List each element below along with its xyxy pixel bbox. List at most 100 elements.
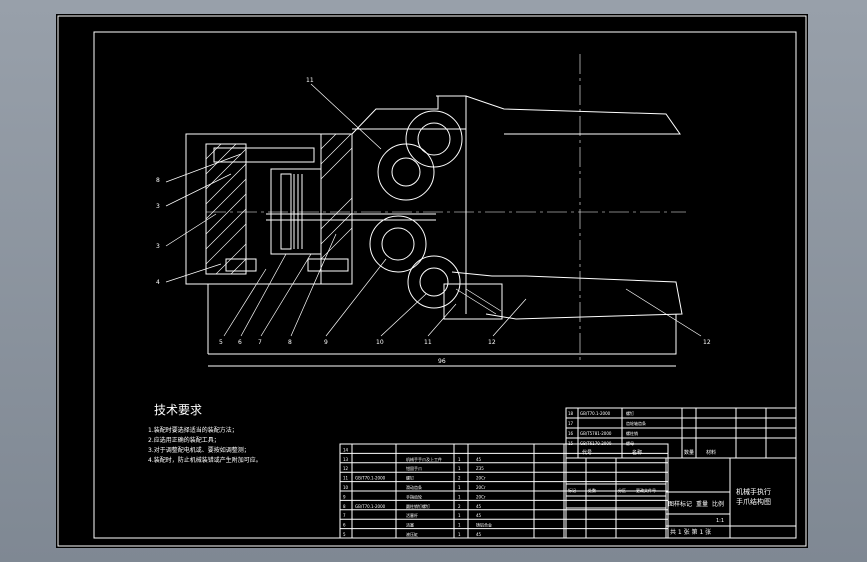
bom-upper-code: GB/T70.1-2000 bbox=[580, 411, 611, 416]
tech-req-2: 2.应选用正确的装配工具； bbox=[148, 436, 220, 444]
bom-row-code: GB/T70.1-2000 bbox=[355, 504, 386, 509]
balloon-12-right: 12 bbox=[703, 339, 711, 346]
bolt-bottom-right bbox=[307, 258, 349, 272]
drawing-name-1: 机械手执行 bbox=[736, 487, 771, 496]
hatch-left bbox=[205, 143, 247, 275]
bom-row-qty: 2 bbox=[458, 504, 461, 509]
mark-label: 标记 bbox=[568, 487, 576, 493]
base-plate bbox=[208, 314, 677, 355]
bom-row-no: 14 bbox=[343, 447, 349, 452]
balloon-labels: 11 8 3 3 4 5 6 7 8 9 10 11 12 12 bbox=[156, 77, 711, 346]
zone-label: 分区 bbox=[618, 487, 626, 493]
bom-row-name: 圆柱销钉螺钉 bbox=[406, 503, 430, 509]
tech-req-4: 4.装配时，防止机械装错或产生附加可应。 bbox=[148, 456, 262, 464]
bolt-bottom-left bbox=[225, 258, 257, 272]
gripper-assembly: 96 bbox=[185, 54, 686, 367]
balloon-6: 6 bbox=[238, 339, 242, 346]
bom-row-no: 5 bbox=[343, 532, 346, 537]
bom-row-material: 45 bbox=[476, 457, 482, 462]
bom-row-material: 20Cr bbox=[476, 494, 486, 499]
piston-chamber bbox=[270, 168, 322, 255]
bom-row-material: 45 bbox=[476, 532, 482, 537]
bom-row-code: GB/T70.1-2000 bbox=[355, 476, 386, 481]
bom-upper-name: 螺钉 bbox=[626, 410, 634, 416]
tech-requirements: 技术要求 1.装配时要选择适当的装配方法； 2.应选用正确的装配工具； 3.对于… bbox=[148, 403, 262, 464]
bom-row-material: 铸铝合金 bbox=[476, 522, 492, 528]
drawing-svg: 96 11 8 3 bbox=[57, 15, 807, 547]
gear-lower-right bbox=[407, 255, 461, 309]
balloon-12: 12 bbox=[488, 339, 496, 346]
balloon-5: 5 bbox=[219, 339, 223, 346]
dimension-label: 96 bbox=[438, 358, 446, 365]
bom-upper-no: 17 bbox=[568, 421, 574, 426]
bom-upper-name: 螺母 bbox=[626, 440, 634, 446]
cylinder-front-cap bbox=[320, 133, 353, 285]
hatch-right bbox=[320, 133, 353, 260]
balloon-9: 9 bbox=[324, 339, 328, 346]
bom-upper-no: 15 bbox=[568, 441, 574, 446]
sheet-info: 共 1 张 第 1 张 bbox=[670, 528, 711, 536]
tech-req-3: 3.对于调整配电机或、要按如调整测； bbox=[148, 446, 250, 454]
balloon-4: 4 bbox=[156, 279, 160, 286]
bom-upper-code: GB/T6170-2000 bbox=[580, 441, 612, 446]
hdr-code: 代号 bbox=[582, 449, 592, 456]
bom-row-qty: 2 bbox=[458, 476, 461, 481]
count-label: 处数 bbox=[588, 487, 596, 493]
outer-frame bbox=[57, 15, 807, 547]
drawing-sheet: 96 11 8 3 bbox=[56, 14, 808, 548]
bom-row-name: 机械手手爪及上工件 bbox=[406, 456, 442, 462]
balloon-11-top: 11 bbox=[306, 77, 314, 84]
drawing-name-2: 手爪结构图 bbox=[736, 497, 771, 506]
bom-upper-name: 螺柱销 bbox=[626, 430, 638, 436]
upper-finger bbox=[436, 95, 681, 135]
bom-row-qty: 1 bbox=[458, 466, 461, 471]
header-drawing-mark: 图样标记 bbox=[668, 500, 692, 508]
lower-finger bbox=[451, 271, 683, 320]
hdr-qty: 数量 bbox=[684, 449, 694, 456]
bom-row-no: 6 bbox=[343, 523, 346, 528]
bom-row-qty: 1 bbox=[458, 532, 461, 537]
scale-value: 1:1 bbox=[716, 518, 724, 524]
bom-row-name: 活塞杆 bbox=[406, 512, 418, 518]
bom-row-material: 20Cr bbox=[476, 485, 486, 490]
bom-row-material: 45 bbox=[476, 513, 482, 518]
balloon-11: 11 bbox=[424, 339, 432, 346]
bom-row-name: 滑动齿条 bbox=[406, 484, 422, 490]
bom-row-material: Z35 bbox=[476, 466, 484, 471]
bom-row-qty: 1 bbox=[458, 485, 461, 490]
tech-requirements-title: 技术要求 bbox=[154, 403, 202, 417]
bom-upper-code: GB/T5781-2000 bbox=[580, 431, 612, 436]
bom-row-no: 8 bbox=[343, 504, 346, 509]
bom-row-material: 20Cr bbox=[476, 476, 486, 481]
gear-lower bbox=[369, 215, 427, 273]
tech-req-1: 1.装配时要选择适当的装配方法； bbox=[148, 426, 238, 434]
bolt-top bbox=[213, 147, 315, 163]
change-no-label: 更改文件号 bbox=[636, 487, 656, 493]
bom-row-no: 13 bbox=[343, 457, 349, 462]
rack-block bbox=[443, 283, 503, 320]
hdr-mat: 材料 bbox=[706, 449, 716, 456]
cylinder-end-cap bbox=[205, 143, 247, 275]
bom-row-material: 45 bbox=[476, 504, 482, 509]
cylinder-body bbox=[185, 133, 353, 285]
bom-row-name: 手指齿轮 bbox=[406, 493, 422, 499]
title-block: 图样标记 重量 比例 1:1 共 1 张 第 1 张 机械手执行 手爪结构图 标… bbox=[565, 457, 797, 539]
header-scale: 比例 bbox=[712, 500, 724, 508]
bom-row-qty: 1 bbox=[458, 457, 461, 462]
bom-row-no: 7 bbox=[343, 513, 346, 518]
bom-row-no: 9 bbox=[343, 494, 346, 499]
balloon-3b: 3 bbox=[156, 243, 160, 250]
bom-upper-no: 16 bbox=[568, 431, 574, 436]
piston bbox=[280, 173, 292, 250]
balloon-8-left: 8 bbox=[156, 177, 160, 184]
leaders bbox=[165, 83, 702, 337]
bom-row-name: 液压缸 bbox=[406, 531, 418, 537]
header-weight: 重量 bbox=[696, 500, 708, 508]
bom-row-qty: 1 bbox=[458, 513, 461, 518]
bom-row-name: 钳固手爪 bbox=[406, 465, 422, 471]
balloon-7: 7 bbox=[258, 339, 262, 346]
bom-row-qty: 1 bbox=[458, 494, 461, 499]
